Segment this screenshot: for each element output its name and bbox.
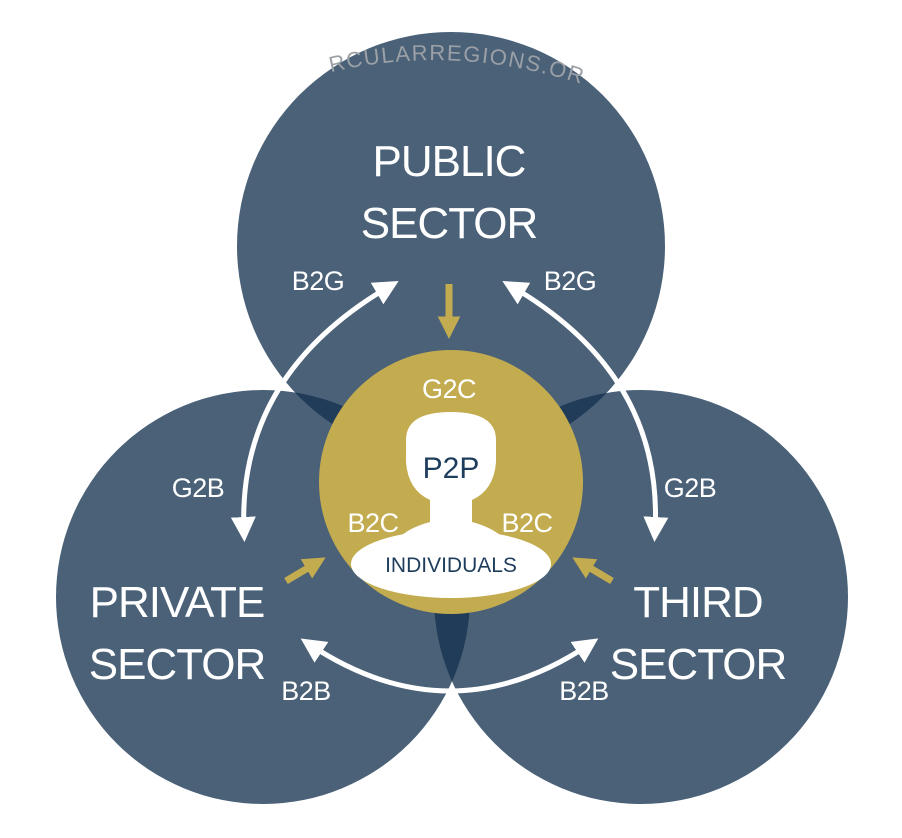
b2g-left-label: B2G bbox=[292, 266, 345, 296]
b2c-right-label: B2C bbox=[501, 508, 552, 538]
third-sector-label-line2: SECTOR bbox=[610, 640, 787, 689]
b2b-left-label: B2B bbox=[281, 676, 331, 706]
private-sector-label-line1: PRIVATE bbox=[90, 578, 265, 627]
third-sector-label-line1: THIRD bbox=[633, 578, 762, 627]
individuals-label: INDIVIDUALS bbox=[385, 554, 517, 577]
b2c-left-label: B2C bbox=[347, 508, 398, 538]
private-third-arrow bbox=[300, 638, 599, 694]
b2b-right-label: B2B bbox=[559, 676, 609, 706]
private-to-individuals-arrow bbox=[284, 557, 326, 585]
third-to-individuals-arrow bbox=[572, 557, 614, 585]
public-sector-label-line1: PUBLIC bbox=[373, 137, 526, 186]
public-private-arrow bbox=[230, 280, 399, 542]
g2b-right-label: G2B bbox=[664, 473, 717, 503]
g2b-left-label: G2B bbox=[172, 473, 225, 503]
public-sector-label-line2: SECTOR bbox=[361, 199, 538, 248]
public-third-arrow bbox=[502, 280, 669, 542]
individuals-oval bbox=[351, 530, 551, 598]
p2p-label: P2P bbox=[423, 452, 480, 485]
g2c-label: G2C bbox=[422, 374, 476, 404]
private-sector-label-line2: SECTOR bbox=[89, 640, 266, 689]
b2g-right-label: B2G bbox=[544, 266, 597, 296]
